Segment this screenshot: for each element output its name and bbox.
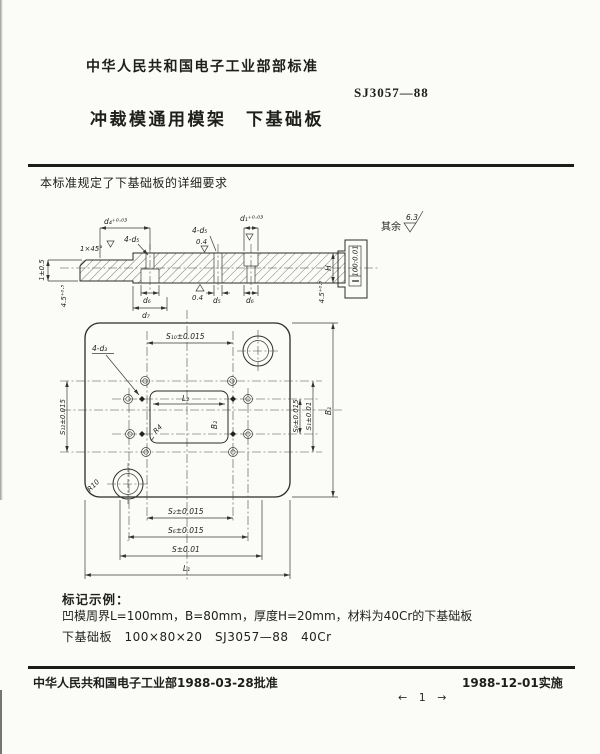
roughness-mark-icon (200, 245, 209, 253)
roughness-mark-icon (195, 283, 205, 292)
rail-outline (337, 239, 368, 299)
marking-example-line1: 凹模周界L=100mm，B=80mm，厚度H=20mm，材料为40Cr的下基础板 (62, 609, 473, 623)
guide-hole (237, 330, 279, 372)
dowel-points (139, 396, 236, 437)
scan-edge-artifact (0, 0, 3, 500)
callout-4d5-left: 4-d₅ (124, 235, 139, 244)
dim-right1-label: 4.5⁺⁰·⁵ (318, 280, 326, 303)
hatch-tongue (80, 260, 133, 281)
dim-h-label: H (324, 265, 333, 271)
dim-s12-label: S₁₂±0.015 (59, 398, 67, 435)
parallelism-symbol: ∥ (352, 279, 360, 283)
plan-view: L₂ B₂ R4 4-d₃ S₁₀±0.015 S₉±0.015 S₁±0.01… (59, 310, 342, 582)
dim-left1-label: 1±0.5 (38, 259, 46, 281)
dim-d4-label: d₄⁺⁰·⁰³ (104, 217, 127, 226)
roughness-mark-icon (106, 240, 115, 248)
dim-s9-label: S₉±0.015 (292, 399, 300, 433)
roughness-note-value: 6.3 (406, 213, 418, 222)
marking-example-heading: 标记示例： (62, 592, 130, 607)
dim-left2-label: 4.5⁺⁰·⁵ (60, 284, 68, 307)
marking-example-line2: 下基础板 100×80×20 SJ3057—88 40Cr (62, 630, 332, 644)
parallelism-frame (348, 245, 362, 287)
roughness-note-icon (403, 210, 424, 233)
horizontal-rule-top (28, 164, 574, 167)
scan-smudge-artifact (0, 690, 2, 754)
dim-s6-label: S₆±0.015 (168, 526, 204, 535)
guide-hole (107, 463, 149, 505)
dim-s2-label: S₂±0.015 (168, 507, 204, 516)
dim-d5-label: d₅ (213, 296, 221, 305)
dim-r10-label: R10 (86, 478, 102, 494)
section-view: d₄⁺⁰·⁰³ 1×45° 4-d₅ 4-d₅ 0.4 d₁⁺⁰·⁰³ 0.4 (38, 210, 424, 320)
roughness-04-bottom: 0.4 (192, 294, 203, 302)
effective-date: 1988-12-01实施 (462, 676, 563, 690)
horizontal-rule-bottom (28, 666, 575, 669)
standard-number: SJ3057—88 (354, 85, 429, 100)
die-cavity-outline (149, 390, 229, 444)
dim-d1-label: d₁⁺⁰·⁰³ (240, 214, 263, 223)
parallelism-value: 100:0.01 (352, 245, 360, 276)
dim-l2-label: L₂ (182, 394, 189, 403)
dim-s10-label: S₁₀±0.015 (166, 332, 205, 341)
dim-s-label: S±0.01 (172, 545, 200, 554)
dim-d6-right-label: d₆ (246, 296, 254, 305)
dim-d6-left-label: d₆ (143, 296, 151, 305)
dim-r4-label: R4 (152, 423, 164, 435)
chamfer-label: 1×45° (80, 245, 103, 253)
page-title: 冲裁模通用模架 下基础板 (90, 110, 324, 130)
technical-drawing: d₄⁺⁰·⁰³ 1×45° 4-d₅ 4-d₅ 0.4 d₁⁺⁰·⁰³ 0.4 (38, 210, 424, 582)
ministry-standard-heading: 中华人民共和国电子工业部部标准 (86, 59, 319, 75)
dim-d7-label: d₇ (142, 311, 150, 320)
dim-s1-label: S₁±0.01 (305, 402, 313, 431)
scope-statement: 本标准规定了下基础板的详细要求 (40, 176, 228, 190)
dim-l1-label: L₁ (183, 564, 190, 573)
dim-b1-label: B₁ (324, 407, 333, 415)
screw-holes (123, 376, 253, 457)
roughness-04-top: 0.4 (196, 238, 207, 246)
roughness-note-prefix: 其余 (381, 220, 401, 233)
page-number: ← 1 → (398, 691, 451, 704)
approval-note: 中华人民共和国电子工业部1988-03-28批准 (33, 676, 278, 690)
dim-b2-label: B₂ (210, 421, 219, 429)
callout-4d5-right: 4-d₅ (192, 226, 207, 235)
roughness-mark-icon (245, 233, 254, 241)
callout-4d3: 4-d₃ (92, 344, 107, 353)
